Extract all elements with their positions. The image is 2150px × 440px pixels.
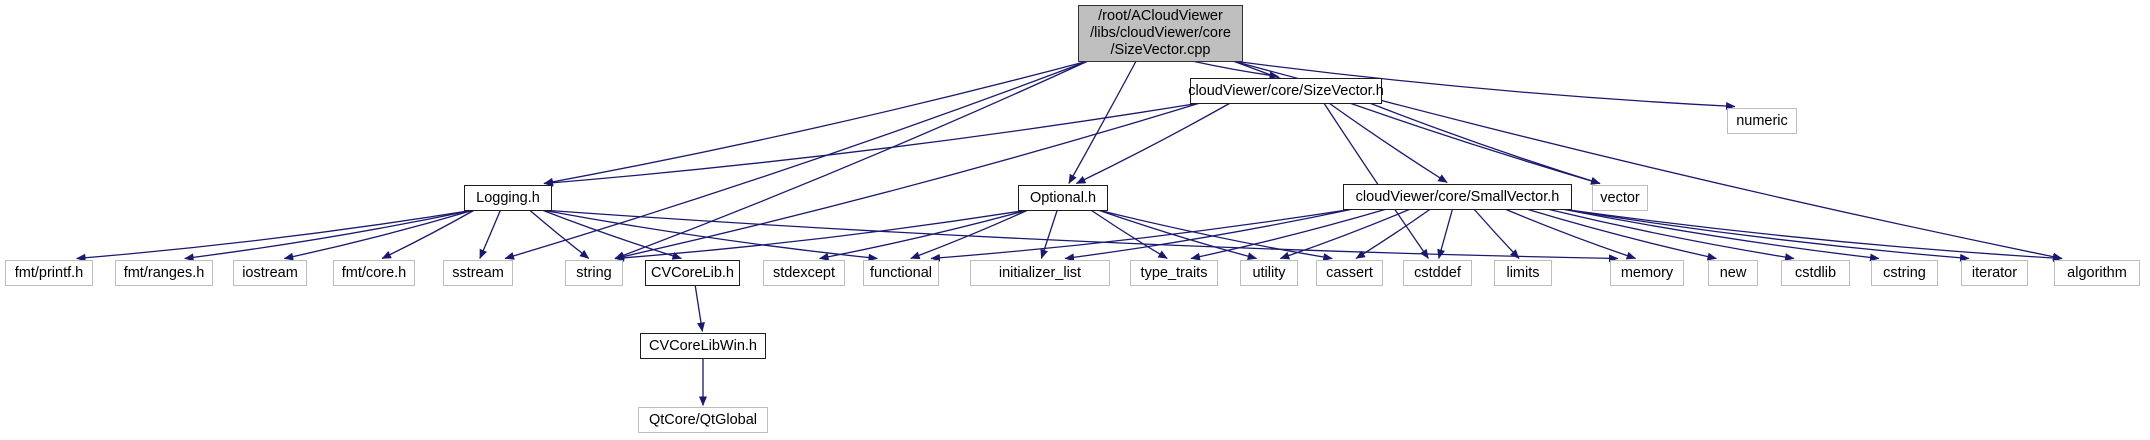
graph-node-algorithm: algorithm [2054, 260, 2140, 286]
edge-root-optional [1068, 60, 1137, 184]
graph-node-sizevector_h[interactable]: cloudViewer/core/SizeVector.h [1188, 78, 1384, 104]
graph-node-smallvector[interactable]: cloudViewer/core/SmallVector.h [1343, 184, 1572, 210]
edge-sizevector_h-smallvector [1328, 102, 1448, 184]
graph-node-cstring: cstring [1871, 260, 1938, 286]
graph-node-functional: functional [863, 260, 939, 286]
graph-node-cvcorelibwin[interactable]: CVCoreLibWin.h [640, 333, 766, 359]
graph-node-new: new [1708, 260, 1758, 286]
edge-logging-cvcorelib [541, 209, 682, 260]
graph-node-fmt_ranges: fmt/ranges.h [115, 260, 213, 286]
graph-node-type_traits: type_traits [1130, 260, 1218, 286]
edge-smallvector-cassert [1355, 208, 1431, 260]
edge-logging-memory [541, 209, 1619, 263]
edge-sizevector_h-string [614, 102, 1201, 261]
graph-node-initializer_list: initializer_list [970, 260, 1110, 286]
graph-node-iterator: iterator [1961, 260, 2028, 286]
edge-logging-iostream [283, 209, 475, 261]
edge-optional-string [614, 209, 1029, 262]
edge-smallvector-functional [930, 208, 1354, 262]
graph-node-cstddef: cstddef [1403, 260, 1472, 286]
edge-sizevector_h-optional [1075, 102, 1231, 185]
graph-node-numeric: numeric [1727, 108, 1797, 134]
edge-root-string [614, 60, 1089, 260]
graph-node-cvcorelib[interactable]: CVCoreLib.h [645, 260, 740, 286]
edge-smallvector-algorithm [1561, 208, 2063, 262]
edge-logging-string [529, 209, 590, 260]
edge-root-sizevector_h [1191, 60, 1279, 80]
graph-node-fmt_core: fmt/core.h [333, 260, 415, 286]
graph-node-iostream: iostream [233, 260, 307, 286]
graph-node-cassert: cassert [1316, 260, 1383, 286]
graph-node-sstream: sstream [443, 260, 513, 286]
graph-node-logging[interactable]: Logging.h [464, 185, 552, 211]
edge-sizevector_h-cstddef [1323, 102, 1429, 259]
edge-smallvector-utility [1279, 208, 1411, 260]
edge-optional-functional [910, 209, 1029, 260]
edge-optional-utility [1097, 209, 1258, 261]
edge-root-logging [543, 60, 1089, 186]
edge-logging-functional [541, 209, 878, 262]
edge-smallvector-cstring [1561, 208, 1880, 262]
edge-smallvector-new [1526, 208, 1717, 261]
edge-smallvector-iterator [1561, 208, 1970, 262]
graph-node-memory: memory [1610, 260, 1684, 286]
edge-logging-fmt_core [381, 209, 475, 260]
edge-logging-fmt_printf [76, 209, 475, 262]
edge-smallvector-cstddef [1437, 208, 1454, 259]
edge-smallvector-limits [1473, 208, 1520, 259]
graph-node-stdexcept: stdexcept [763, 260, 845, 286]
graph-node-string: string [565, 260, 623, 286]
edge-logging-fmt_ranges [184, 209, 475, 262]
graph-node-limits: limits [1494, 260, 1552, 286]
edge-optional-type_traits [1090, 209, 1168, 260]
edge-root-numeric [1232, 60, 1736, 111]
graph-node-qtglobal: QtCore/QtGlobal [638, 407, 768, 433]
edge-optional-stdexcept [819, 209, 1029, 261]
graph-node-utility: utility [1240, 260, 1298, 286]
edge-optional-cassert [1097, 209, 1333, 261]
edge-logging-sstream [479, 209, 502, 259]
edge-smallvector-memory [1504, 208, 1637, 260]
graph-node-fmt_printf: fmt/printf.h [5, 260, 93, 286]
edge-smallvector-type_traits [1190, 208, 1387, 261]
graph-node-optional[interactable]: Optional.h [1018, 185, 1108, 211]
edge-optional-initializer_list [1040, 209, 1058, 259]
edge-smallvector-cstdlib [1546, 208, 1795, 262]
graph-node-cstdlib: cstdlib [1781, 260, 1850, 286]
edge-sizevector_h-logging [543, 102, 1201, 187]
edge-sizevector_h-vector [1369, 102, 1601, 185]
graph-node-vector: vector [1592, 185, 1648, 211]
graph-node-root: /root/ACloudViewer /libs/cloudViewer/cor… [1078, 5, 1243, 62]
edge-smallvector-initializer_list [1064, 208, 1354, 262]
edge-cvcorelib-cvcorelibwin [694, 284, 705, 332]
edge-root-sstream [504, 60, 1089, 260]
